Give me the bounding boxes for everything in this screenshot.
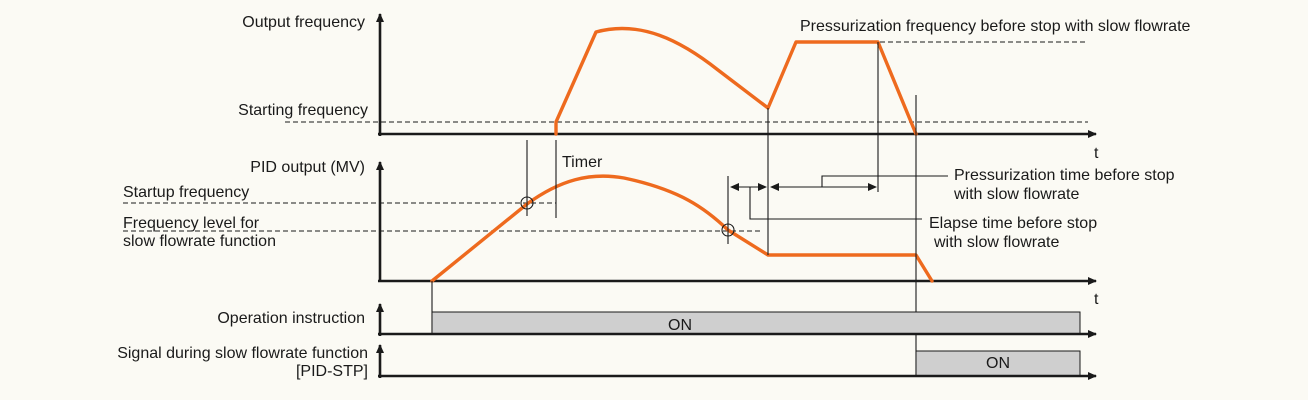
pid-stp-on-box — [915, 350, 1081, 377]
operation-instruction-panel: Operation instruction ON — [217, 303, 1097, 338]
operation-on-box — [431, 311, 1081, 335]
elapse-time-label-line1: Elapse time before stop — [929, 215, 1097, 232]
pid-stp-label-line2: [PID-STP] — [296, 363, 368, 380]
pressurization-frequency-label: Pressurization frequency before stop wit… — [800, 18, 1191, 35]
pid-output-panel: PID output (MV) Startup frequency Freque… — [123, 140, 1099, 308]
frequency-level-label-line2: slow flowrate function — [123, 233, 276, 250]
pid-output-curve — [430, 174, 934, 283]
output-frequency-panel: Output frequency Starting frequency Pres… — [238, 13, 1191, 162]
time-annotations: Pressurization time before stop with slo… — [730, 167, 1175, 251]
starting-frequency-label: Starting frequency — [238, 102, 368, 119]
pid-stp-signal-panel: Signal during slow flowrate function [PI… — [117, 344, 1097, 380]
startup-frequency-label: Startup frequency — [123, 184, 249, 201]
timer-label: Timer — [562, 154, 603, 171]
pid-stp-on-label: ON — [986, 355, 1010, 372]
frequency-level-label-line1: Frequency level for — [123, 215, 260, 232]
output-frequency-curve — [554, 26, 918, 136]
elapse-time-leader — [749, 187, 922, 220]
pressurization-time-leader — [821, 175, 948, 187]
t-axis-label-middle: t — [1094, 291, 1099, 308]
pressurization-time-label-line2: with slow flowrate — [953, 186, 1079, 203]
output-frequency-label: Output frequency — [242, 14, 365, 31]
operation-on-label: ON — [668, 317, 692, 334]
pid-output-label: PID output (MV) — [250, 159, 365, 176]
pid-stp-label-line1: Signal during slow flowrate function — [117, 345, 368, 362]
operation-instruction-label: Operation instruction — [217, 310, 365, 327]
elapse-time-label-line2: with slow flowrate — [933, 234, 1059, 251]
t-axis-label-top: t — [1094, 145, 1099, 162]
pressurization-time-label-line1: Pressurization time before stop — [954, 167, 1175, 184]
